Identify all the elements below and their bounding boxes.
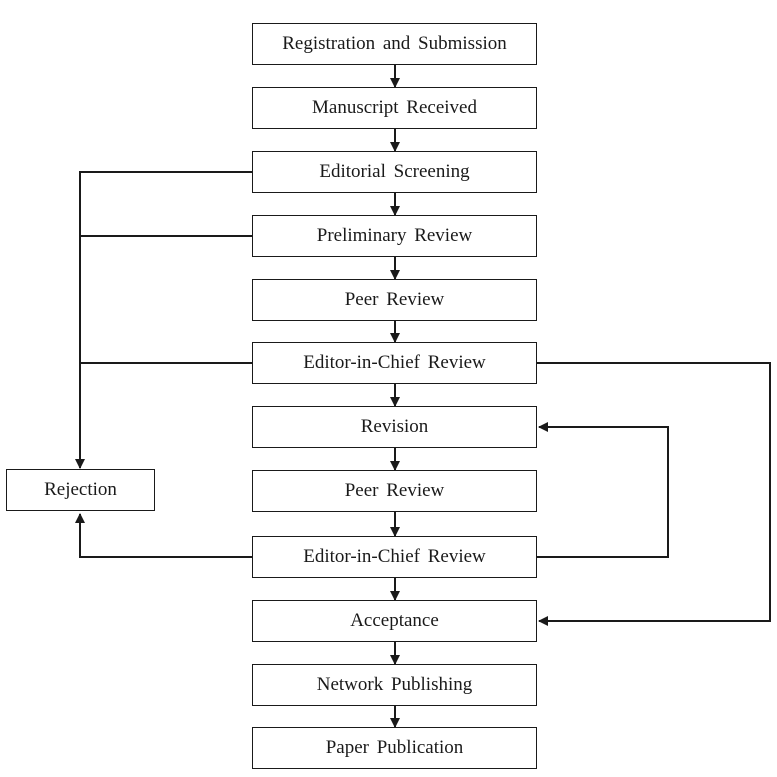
- step-revision: Revision: [252, 406, 537, 448]
- step-manuscript-received: Manuscript Received: [252, 87, 537, 129]
- step-registration-submission: Registration and Submission: [252, 23, 537, 65]
- step-editor-in-chief-review: Editor-in-Chief Review: [252, 342, 537, 384]
- step-rejection: Rejection: [6, 469, 155, 511]
- step-preliminary-review: Preliminary Review: [252, 215, 537, 257]
- step-acceptance: Acceptance: [252, 600, 537, 642]
- accept-direct-line: [537, 362, 771, 626]
- step-network-publishing: Network Publishing: [252, 664, 537, 706]
- reject-line-editor-2: [75, 513, 252, 558]
- step-peer-review: Peer Review: [252, 279, 537, 321]
- revision-loop-line: [537, 422, 669, 558]
- step-editor-in-chief-review-2: Editor-in-Chief Review: [252, 536, 537, 578]
- reject-line-screening: [75, 171, 252, 469]
- step-peer-review-2: Peer Review: [252, 470, 537, 512]
- step-paper-publication: Paper Publication: [252, 727, 537, 769]
- step-editorial-screening: Editorial Screening: [252, 151, 537, 193]
